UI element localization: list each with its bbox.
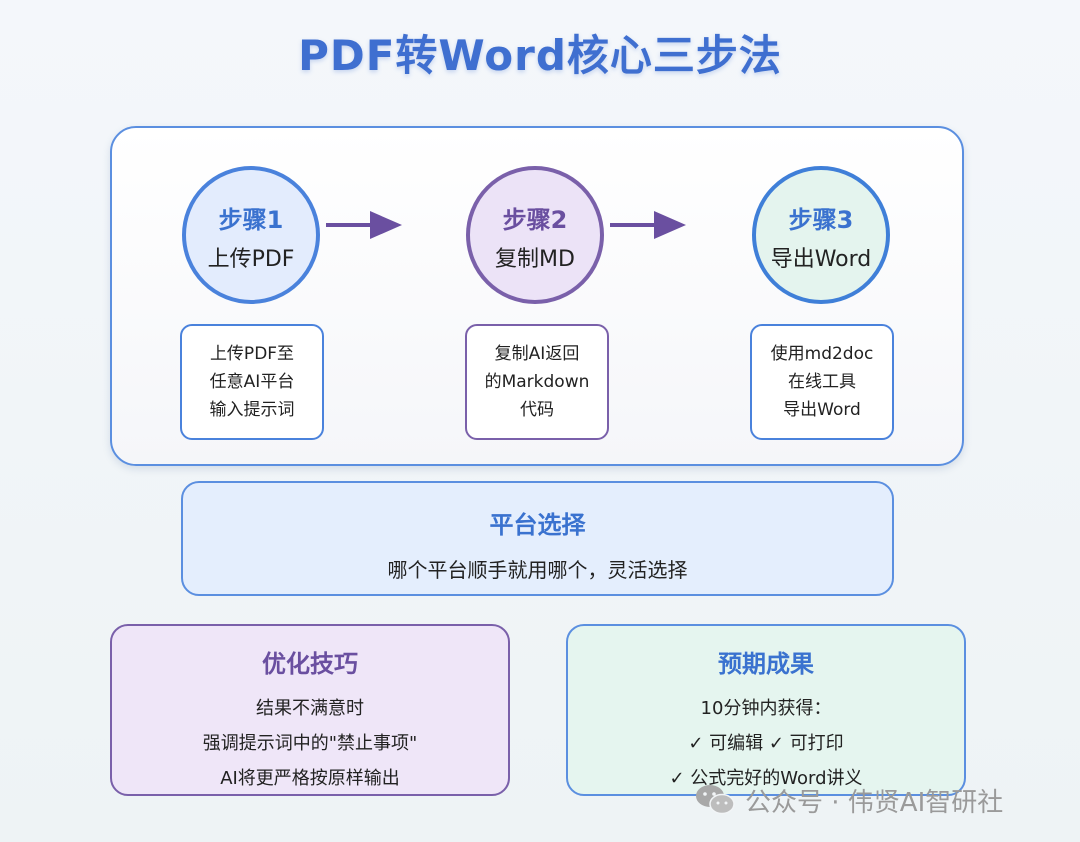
tips-line: 结果不满意时 <box>256 698 364 719</box>
step-1-desc-line: 上传PDF至 <box>209 344 295 364</box>
step-2-desc-line: 代码 <box>520 400 554 420</box>
optimization-tips-box: 优化技巧 结果不满意时 强调提示词中的"禁止事项" AI将更严格按原样输出 <box>110 624 510 796</box>
tips-title: 优化技巧 <box>262 650 358 678</box>
tips-line: AI将更严格按原样输出 <box>220 768 400 789</box>
step-3-desc-line: 在线工具 <box>788 372 856 392</box>
step-2-desc-line: 的Markdown <box>484 372 590 392</box>
step-2-name: 复制MD <box>495 247 575 272</box>
step-1-desc-line: 任意AI平台 <box>209 372 295 392</box>
page-title: PDF转Word核心三步法 <box>298 31 782 80</box>
platform-text: 哪个平台顺手就用哪个，灵活选择 <box>387 558 688 582</box>
step-3-circle: 步骤3 导出Word <box>752 166 890 304</box>
step-2-circle: 步骤2 复制MD <box>466 166 604 304</box>
step-3-label: 步骤3 <box>788 206 854 234</box>
watermark-text: 公众号 · 伟贤AI智研社 <box>745 787 1004 818</box>
step-1-label: 步骤1 <box>218 206 284 234</box>
step-1-description: 上传PDF至 任意AI平台 输入提示词 <box>180 324 324 440</box>
step-1-desc-line: 输入提示词 <box>209 400 295 420</box>
step-1-name: 上传PDF <box>207 247 295 272</box>
result-title: 预期成果 <box>718 650 814 678</box>
step-3-description: 使用md2doc 在线工具 导出Word <box>750 324 894 440</box>
watermark: 公众号 · 伟贤AI智研社 <box>695 780 1003 820</box>
wechat-icon <box>696 785 735 815</box>
step-2-label: 步骤2 <box>502 206 568 234</box>
result-line: 10分钟内获得： <box>700 698 832 719</box>
step-3-desc-line: 使用md2doc <box>770 344 874 364</box>
result-line: ✓ 公式完好的Word讲义 <box>669 768 863 789</box>
steps-panel: 步骤1 上传PDF 步骤2 复制MD 步骤3 导出Word 上传PDF至 任意A… <box>110 126 964 466</box>
expected-result-box: 预期成果 10分钟内获得： ✓ 可编辑 ✓ 可打印 ✓ 公式完好的Word讲义 <box>566 624 966 796</box>
platform-title: 平台选择 <box>489 511 586 539</box>
step-1-circle: 步骤1 上传PDF <box>182 166 320 304</box>
arrow-right-icon <box>326 211 402 239</box>
platform-selection-box: 平台选择 哪个平台顺手就用哪个，灵活选择 <box>181 481 894 596</box>
step-3-name: 导出Word <box>770 247 872 272</box>
step-3-desc-line: 导出Word <box>783 400 861 420</box>
step-2-desc-line: 复制AI返回 <box>494 344 580 364</box>
result-line: ✓ 可编辑 ✓ 可打印 <box>688 733 844 754</box>
step-2-description: 复制AI返回 的Markdown 代码 <box>465 324 609 440</box>
tips-line: 强调提示词中的"禁止事项" <box>202 733 418 754</box>
arrow-right-icon <box>610 211 686 239</box>
